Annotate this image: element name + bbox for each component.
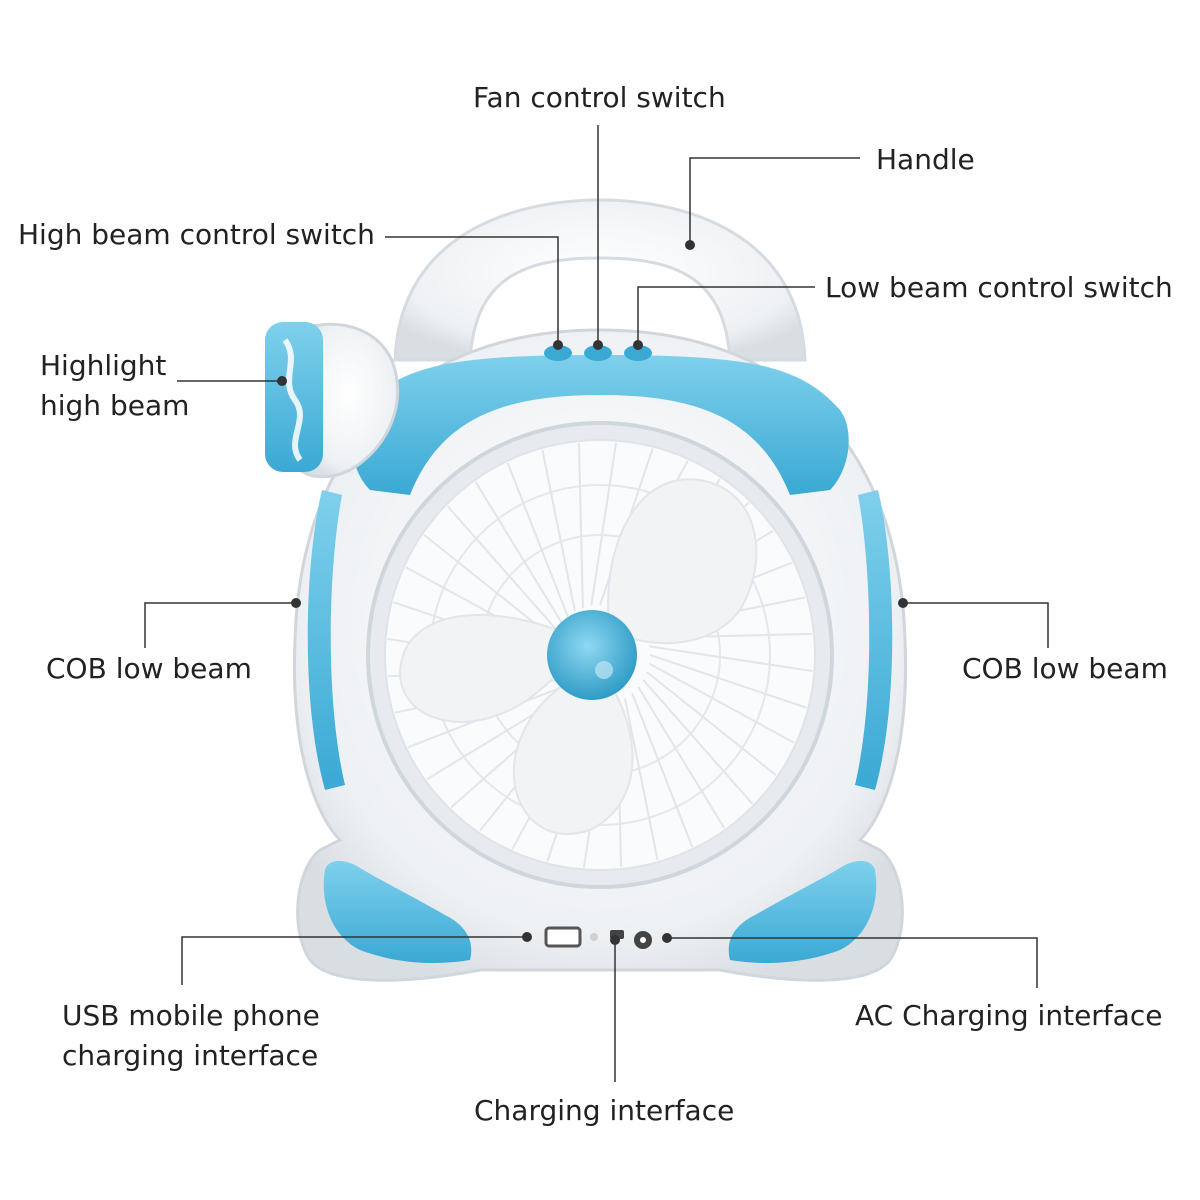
leader-low-beam-control-switch — [637, 286, 815, 345]
label-usb-charging-interface: USB mobile phone charging interface — [62, 996, 320, 1076]
label-usb-charging-interface-line-2: charging interface — [62, 1039, 319, 1072]
cob-low-beam-right-panel — [855, 490, 893, 790]
grille-spoke — [649, 645, 813, 673]
grille-spoke — [446, 505, 558, 631]
grille-spoke — [649, 654, 807, 709]
grille-spoke — [423, 534, 554, 639]
port-panel — [544, 926, 652, 949]
control-buttons — [544, 345, 652, 361]
grille-spoke — [541, 449, 576, 612]
leader-cob-low-beam-right — [903, 602, 1049, 648]
grille-spoke — [642, 679, 754, 805]
leader-dots — [277, 240, 908, 945]
fan-hub — [547, 610, 637, 700]
leader-handle — [689, 157, 860, 245]
label-usb-charging-interface-line-1: USB mobile phone — [62, 999, 320, 1032]
label-handle: Handle — [876, 143, 975, 176]
handle-shape — [393, 198, 807, 362]
grille-spoke — [646, 671, 777, 776]
grille-spoke — [631, 692, 694, 848]
upper-blue-panel — [351, 355, 849, 495]
grille-spoke — [637, 686, 726, 829]
label-highlight-high-beam-line-1: Highlight — [40, 349, 167, 382]
label-highlight-high-beam-line-2: high beam — [40, 389, 190, 422]
grille-spoke — [577, 443, 584, 609]
label-charging-interface: Charging interface — [474, 1094, 735, 1127]
fan-blades — [399, 478, 758, 835]
cob-low-beam-left-panel — [307, 490, 345, 790]
leader-usb-charging-interface — [181, 936, 527, 985]
highlight-high-beam-lamp — [265, 322, 400, 479]
grille-spoke — [648, 662, 795, 744]
grille-spoke — [474, 481, 563, 624]
label-low-beam-control-switch: Low beam control switch — [825, 271, 1173, 304]
leader-ac-charging-interface — [667, 937, 1038, 988]
grille-spoke — [506, 462, 569, 618]
grille-spoke — [590, 442, 618, 606]
label-cob-low-beam-left: COB low beam — [46, 652, 252, 685]
leader-lines — [144, 125, 1049, 1082]
grille-spoke — [624, 698, 659, 861]
label-ac-charging-interface: AC Charging interface — [855, 999, 1163, 1032]
label-cob-low-beam-right: COB low beam — [962, 652, 1168, 685]
label-highlight-high-beam: Highlight high beam — [40, 346, 189, 426]
label-fan-control-switch: Fan control switch — [473, 81, 726, 114]
label-high-beam-control-switch: High beam control switch — [18, 218, 375, 251]
leader-cob-low-beam-left — [144, 602, 296, 648]
leader-high-beam-control-switch — [385, 236, 559, 345]
